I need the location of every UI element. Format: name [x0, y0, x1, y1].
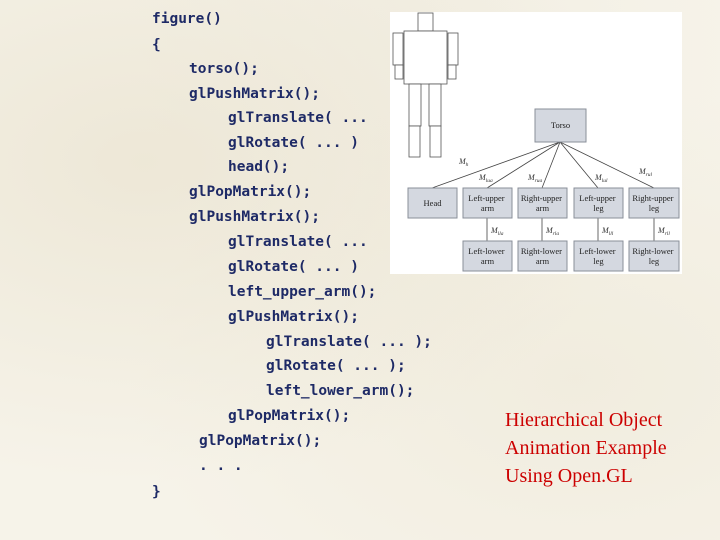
code-line: } [152, 484, 161, 500]
node-right-lower-leg: Right-lower leg [628, 240, 680, 272]
node-left-lower-leg: Left-lower leg [573, 240, 624, 272]
tree-edges [431, 141, 655, 241]
node-left-lower-arm: Left-lower arm [462, 240, 513, 272]
code-line: torso(); [189, 61, 259, 77]
robot-left-lower-leg [408, 125, 421, 158]
robot-figure [392, 12, 459, 158]
matrix-label: Mrll [657, 226, 670, 237]
code-line: glPushMatrix(); [189, 209, 320, 225]
code-line: left_upper_arm(); [228, 284, 377, 300]
node-right-upper-leg: Right-upper leg [628, 187, 680, 219]
node-label: Right-upper arm [521, 193, 564, 213]
code-line: glRotate( ... ) [228, 259, 359, 275]
robot-head [417, 12, 434, 32]
node-label: Right-lower leg [632, 246, 675, 266]
code-line: glTranslate( ... [228, 110, 368, 126]
robot-torso [403, 30, 448, 85]
robot-right-lower-leg [429, 125, 442, 158]
node-head: Head [407, 187, 458, 219]
node-torso: Torso [534, 108, 587, 143]
matrix-label: Mlll [601, 226, 614, 237]
matrix-label: Mrul [638, 167, 653, 178]
node-label: Left-lower arm [468, 246, 506, 266]
node-label: Left-upper leg [579, 193, 617, 213]
robot-right-lower-arm [447, 64, 457, 80]
code-line: figure() [152, 11, 222, 27]
matrix-label: Mlla [490, 226, 504, 237]
matrix-label: Mh [458, 157, 469, 168]
code-line: head(); [228, 159, 290, 175]
robot-right-upper-leg [428, 83, 442, 127]
matrix-label: Mlul [594, 173, 608, 184]
robot-left-upper-arm [392, 32, 404, 66]
matrix-labels: Mh Mlua Mrua Mlul Mrul Mlla Mrla Mlll Mr… [458, 157, 670, 237]
node-label: Right-lower arm [521, 246, 564, 266]
code-line: left_lower_arm(); [266, 383, 415, 399]
node-right-lower-arm: Right-lower arm [517, 240, 568, 272]
code-line: glTranslate( ... [228, 234, 368, 250]
hierarchy-diagram: Mh Mlua Mrua Mlul Mrul Mlla Mrla Mlll Mr… [390, 12, 682, 274]
caption-line-2: Animation Example [505, 437, 667, 459]
code-line: glPopMatrix(); [228, 408, 351, 424]
code-line: glRotate( ... ) [228, 135, 359, 151]
code-line: { [152, 37, 161, 53]
edge-torso-left-upper-arm [486, 141, 561, 189]
robot-left-upper-leg [408, 83, 422, 127]
caption-line-1: Hierarchical Object [505, 409, 663, 431]
node-left-upper-leg: Left-upper leg [573, 187, 624, 219]
matrix-label: Mrla [545, 226, 559, 237]
node-label: Right-upper leg [632, 193, 675, 213]
code-listing: figure() { torso(); glPushMatrix(); glTr… [0, 0, 432, 500]
slide-caption: Hierarchical Object Animation Example Us… [505, 406, 667, 490]
node-label: Torso [551, 120, 570, 130]
code-line: glTranslate( ... ); [266, 334, 432, 350]
node-right-upper-arm: Right-upper arm [517, 187, 568, 219]
node-label: Left-lower leg [579, 246, 617, 266]
code-line: glPushMatrix(); [228, 309, 359, 325]
code-line: glPopMatrix(); [189, 184, 312, 200]
node-left-upper-arm: Left-upper arm [462, 187, 513, 219]
hierarchy-diagram-svg: Mh Mlua Mrua Mlul Mrul Mlla Mrla Mlll Mr… [392, 12, 680, 272]
edge-torso-right-upper-leg [559, 141, 655, 189]
caption-line-3: Using Open.GL [505, 465, 633, 487]
matrix-label: Mrua [527, 173, 543, 184]
code-line: glPushMatrix(); [189, 86, 320, 102]
matrix-label: Mlua [478, 173, 493, 184]
code-line: . . . [199, 458, 243, 474]
robot-right-upper-arm [447, 32, 459, 66]
edge-torso-left-upper-leg [559, 141, 599, 189]
node-label: Left-upper arm [468, 193, 506, 213]
code-line: glRotate( ... ); [266, 358, 406, 374]
robot-left-lower-arm [394, 64, 404, 80]
code-line: glPopMatrix(); [199, 433, 322, 449]
edge-torso-head [431, 141, 561, 189]
edge-torso-right-upper-arm [541, 141, 561, 189]
node-label: Head [424, 198, 443, 208]
